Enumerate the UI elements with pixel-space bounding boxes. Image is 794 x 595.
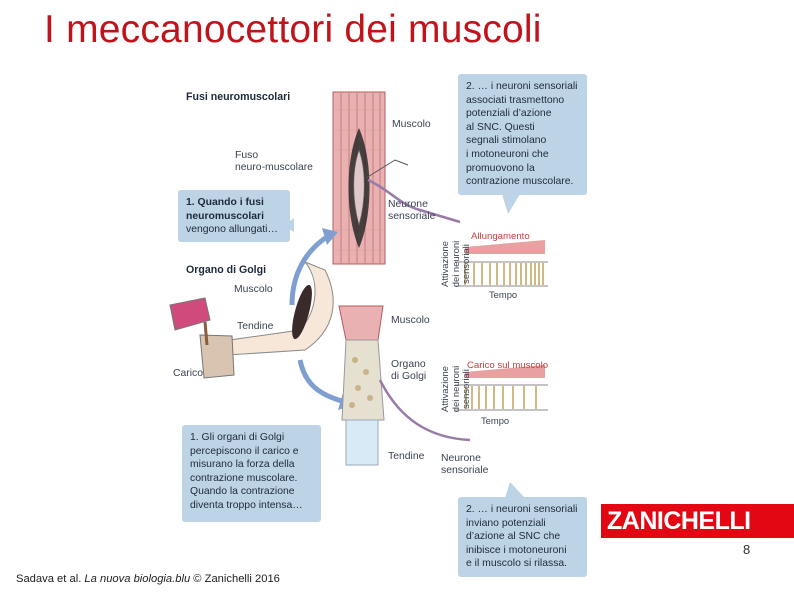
credit-book: La nuova biologia.blu [84, 573, 191, 585]
page-number: 8 [743, 542, 751, 557]
arrow-up [289, 232, 332, 306]
label-fuso: Fuso neuro-muscolare [235, 150, 313, 173]
graph-top-ylabel: Attivazione dei neuroni sensoriali [439, 240, 472, 288]
credit-authors: Sadava et al. [16, 573, 85, 585]
zanichelli-logo: ZANICHELLI [601, 504, 794, 538]
label-tendine-arm: Tendine [237, 321, 274, 332]
graph-bottom-xlabel: Tempo [481, 415, 510, 426]
source-credit: Sadava et al. La nuova biologia.blu © Za… [16, 573, 280, 585]
callout-spindle-stretch: 1. Quando i fusi neuromuscolari vengono … [178, 190, 290, 242]
graph-top [455, 240, 548, 287]
callout-sensory-inhibition: 2. … i neuroni sensoriali inviano potenz… [458, 497, 587, 577]
heading-spindle: Fusi neuromuscolari [186, 91, 291, 103]
golgi-tendon-illustration [338, 305, 471, 466]
callout-spindle-stretch-bold: 1. Quando i fusi neuromuscolari [186, 197, 264, 222]
label-organo-golgi: Organo di Golgi [391, 359, 427, 382]
muscle-top-illustration [332, 91, 461, 265]
arrow-down [297, 359, 346, 405]
graph-bottom-stimulus: Carico sul muscolo [467, 360, 549, 371]
label-muscolo-mid: Muscolo [391, 315, 430, 326]
label-muscolo-top: Muscolo [392, 119, 431, 130]
graph-top-xlabel: Tempo [489, 289, 518, 300]
heading-golgi: Organo di Golgi [186, 264, 267, 276]
callout-golgi-sense: 1. Gli organi di Golgi percepiscono il c… [182, 425, 321, 522]
graph-bottom [455, 365, 548, 411]
credit-publisher: © Zanichelli 2016 [190, 573, 280, 585]
label-muscolo-arm: Muscolo [234, 284, 273, 295]
slide-title: I meccanocettori dei muscoli [44, 8, 542, 51]
label-tendine-bottom: Tendine [388, 451, 425, 462]
label-neurone-bottom: Neurone sensoriale [441, 453, 489, 476]
arm-illustration [169, 261, 334, 379]
graph-bottom-ylabel: Attivazione dei neuroni sensoriali [439, 365, 472, 413]
callout-sensory-activation: 2. … i neuroni sensoriali associati tras… [458, 74, 587, 195]
label-carico: Carico [173, 368, 204, 379]
label-neurone-top: Neurone sensoriale [388, 199, 436, 222]
graph-top-stimulus: Allungamento [471, 231, 530, 242]
callout-spindle-stretch-rest: vengono allungati… [186, 224, 278, 236]
